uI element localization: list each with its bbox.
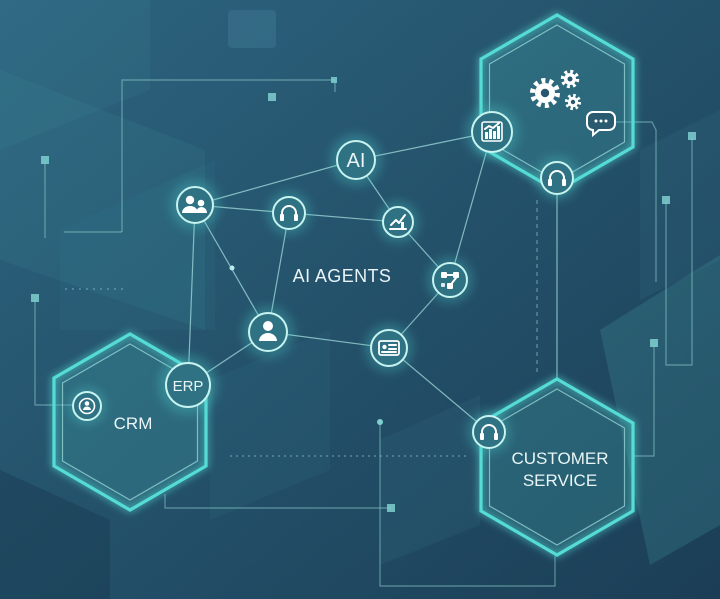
workflow-node (427, 257, 473, 303)
bar-chart-icon (481, 121, 503, 142)
customer-service-label-line-2: SERVICE (523, 471, 597, 490)
automation-headset-node (535, 156, 579, 200)
connection-line (194, 159, 357, 206)
erp-node: ERP (158, 355, 218, 415)
automation-hexagon (479, 13, 635, 193)
analytics-node (465, 105, 519, 159)
headset-icon (548, 170, 566, 186)
headset-icon (480, 424, 498, 440)
crm-label: CRM (114, 414, 153, 433)
gears-icon (530, 69, 582, 111)
connection-line (187, 204, 196, 386)
user-node (242, 306, 294, 358)
headset-node (267, 191, 311, 235)
ai-agents-label: AI AGENTS (293, 266, 392, 286)
circuit-traces (31, 77, 696, 587)
users-icon (182, 195, 207, 213)
customer-service-headset-node (467, 410, 511, 454)
check-chart-icon (389, 214, 407, 230)
workflow-icon (441, 272, 459, 289)
ai-node: AI (330, 134, 382, 186)
id-card-node (365, 324, 413, 372)
decorative-tile (228, 10, 276, 48)
ai-node-label: AI (347, 150, 366, 172)
user-icon (259, 321, 277, 341)
users-node (170, 180, 220, 230)
chat-bubble-icon (586, 111, 616, 138)
erp-label: ERP (173, 378, 204, 395)
check-chart-node (377, 201, 419, 243)
crm-icon-node (68, 387, 106, 425)
crm-icon (78, 397, 96, 415)
headset-icon (280, 205, 298, 221)
id-card-icon (378, 340, 400, 356)
customer-service-label-line-1: CUSTOMER (512, 449, 609, 468)
